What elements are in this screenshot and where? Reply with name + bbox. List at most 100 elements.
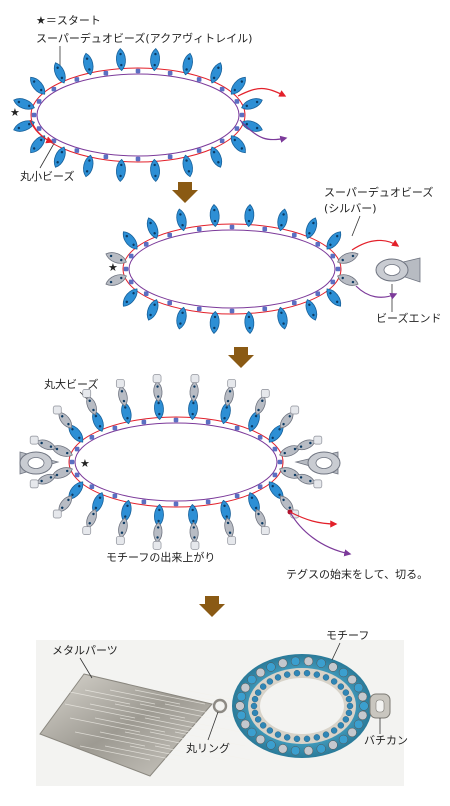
- silver-super-duo-bead-hole: [293, 473, 297, 477]
- photo-bead: [303, 669, 311, 677]
- silver-super-duo-bead: [224, 517, 234, 539]
- bead-end-left-icon: [19, 451, 60, 475]
- metal-texture-line: [154, 745, 226, 761]
- start-star: ★: [10, 106, 20, 119]
- silver-super-duo-bead-hole: [193, 536, 196, 539]
- large-round-bead: [82, 526, 92, 535]
- blue-super-duo-bead-hole: [17, 126, 21, 130]
- silver-super-duo-bead-hole: [92, 408, 95, 412]
- silver-super-duo-bead-shape: [153, 381, 163, 403]
- silver-super-duo-bead: [86, 395, 97, 416]
- silver-super-duo-bead-hole: [88, 399, 91, 402]
- blue-super-duo-bead-shape: [188, 503, 198, 527]
- blue-super-duo-bead-shape: [230, 76, 246, 95]
- silver-super-duo-bead-hole: [66, 469, 69, 473]
- metal-parts-label: メタルパーツ: [52, 644, 118, 657]
- blue-super-duo-bead-shape: [209, 204, 220, 228]
- blue-super-duo-bead-hole: [88, 68, 91, 71]
- small-round-bead: [141, 419, 147, 425]
- silver-super-duo-bead-hole: [120, 276, 123, 280]
- small-round-bead: [74, 446, 80, 452]
- small-round-bead: [112, 425, 118, 431]
- blue-super-duo-bead-hole: [278, 493, 281, 496]
- blue-super-duo-bead-shape: [241, 98, 263, 110]
- blue-super-duo-bead-hole: [158, 412, 161, 416]
- bead-ring-step3: [29, 374, 323, 550]
- blue-super-duo-bead-hole: [271, 436, 274, 440]
- blue-super-duo-bead-hole: [225, 515, 228, 518]
- blue-super-duo-bead-hole: [191, 412, 194, 416]
- blue-super-duo-bead-hole: [335, 300, 339, 304]
- blue-super-duo-bead: [121, 401, 132, 425]
- blue-super-duo-bead-hole: [278, 428, 281, 431]
- blue-super-duo-bead-shape: [146, 299, 159, 321]
- leader-line: [331, 642, 341, 661]
- red-thread-path: [68, 416, 284, 508]
- blue-super-duo-bead-shape: [210, 146, 223, 168]
- photo-bead: [278, 744, 288, 754]
- silver-super-duo-bead-hole: [156, 526, 160, 529]
- small-round-bead: [135, 156, 141, 162]
- metal-texture-line: [139, 703, 211, 719]
- photo-bead: [316, 744, 326, 754]
- silver-super-duo-bead-hole: [228, 390, 232, 393]
- silver-super-duo-bead: [189, 521, 199, 543]
- blue-super-duo-bead: [241, 98, 263, 110]
- blue-super-duo-bead-hole: [280, 311, 283, 314]
- large-round-bead: [29, 435, 39, 445]
- blue-super-duo-bead-hole: [248, 208, 251, 212]
- blue-super-duo-bead-shape: [116, 158, 126, 182]
- blue-super-duo-bead-hole: [120, 63, 123, 67]
- photo-bead: [342, 716, 350, 723]
- down-arrow-icon: [172, 182, 198, 203]
- silver-super-duo-bead: [337, 252, 359, 264]
- silver-super-duo-bead: [58, 411, 73, 429]
- metal-texture-line: [74, 731, 146, 747]
- blue-super-duo-bead-hole: [56, 66, 59, 69]
- silver-super-duo-bead: [337, 274, 359, 286]
- silver-super-duo-bead-hole: [226, 399, 230, 403]
- silver-super-duo-bead: [36, 473, 57, 485]
- blue-super-duo-bead-hole: [149, 221, 152, 225]
- small-round-bead: [292, 232, 297, 238]
- blue-super-duo-bead: [68, 481, 84, 500]
- blue-super-duo-bead-shape: [188, 397, 198, 421]
- silver-super-duo-bead-hole: [288, 506, 291, 509]
- silver-super-duo-bead-hole: [288, 415, 291, 418]
- photo-bead: [274, 674, 282, 681]
- blue-super-duo-bead-hole: [191, 508, 194, 512]
- blue-super-duo-bead-hole: [85, 57, 89, 60]
- blue-super-duo-bead-shape: [30, 135, 46, 154]
- large-round-bead: [260, 389, 270, 398]
- metal-texture-line: [179, 745, 251, 761]
- silver-super-duo-bead: [153, 381, 163, 403]
- blue-super-duo-bead-shape: [146, 217, 159, 239]
- small-round-bead: [234, 425, 240, 431]
- red-thread-path: [30, 67, 246, 163]
- blue-super-duo-bead-hole: [157, 401, 160, 405]
- blue-super-duo-bead-shape: [150, 158, 160, 182]
- silver-super-duo-bead-shape: [189, 381, 199, 403]
- small-round-bead: [257, 484, 263, 489]
- silver-super-duo-bead: [279, 411, 294, 429]
- super-duo-silver-label: スーパーデュオビーズ: [324, 185, 433, 199]
- photo-bead: [322, 674, 330, 681]
- jump-ring-icon: [212, 698, 228, 714]
- blue-super-duo-bead: [209, 204, 220, 228]
- silver-super-duo-bead-hole: [261, 522, 264, 525]
- blue-super-duo-bead: [116, 158, 126, 182]
- metal-texture-line: [134, 689, 206, 705]
- large-round-bead: [313, 435, 323, 445]
- blue-super-duo-bead-hole: [282, 322, 285, 325]
- small-round-bead: [74, 148, 80, 153]
- small-round-bead: [36, 126, 42, 131]
- photo-bead: [254, 716, 262, 723]
- small-round-bead: [112, 493, 118, 499]
- small-round-bead: [135, 68, 141, 74]
- large-round-label: 丸大ビーズ: [44, 377, 98, 391]
- silver-super-duo-bead: [295, 439, 316, 451]
- blue-super-duo-bead-hole: [212, 76, 216, 80]
- purple-thread-arrow: [239, 119, 288, 143]
- start-star: ★: [80, 457, 90, 470]
- blue-super-duo-bead-shape: [244, 204, 255, 228]
